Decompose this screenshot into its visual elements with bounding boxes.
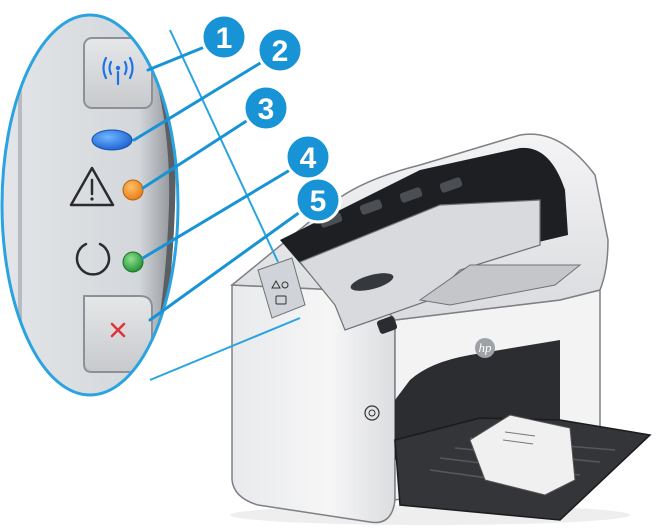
panel-strip-icons <box>271 279 289 305</box>
tray-finger-notch <box>350 273 394 291</box>
magnifier-connector-lines <box>149 29 301 381</box>
callout-3-label: 3 <box>258 93 275 126</box>
callout-1: 1 <box>200 13 248 61</box>
callout-4: 4 <box>284 133 332 181</box>
callout-1-label: 1 <box>216 22 233 55</box>
output-rollers <box>319 177 463 228</box>
magnifier-ring <box>0 13 180 397</box>
wireless-signal-icon <box>102 56 134 86</box>
callout-leader-lines <box>132 44 302 322</box>
media-guide <box>469 414 576 496</box>
wireless-button[interactable] <box>83 37 153 109</box>
attention-indicator <box>69 166 144 207</box>
callout-3: 3 <box>242 84 290 132</box>
wireless-light <box>91 129 133 151</box>
warning-triangle-icon <box>69 166 115 207</box>
hp-logo-text: hp <box>479 340 493 355</box>
ready-circle-icon <box>75 242 111 276</box>
printer-panel-strip <box>257 257 306 319</box>
power-button[interactable] <box>364 405 380 421</box>
callout-4-label: 4 <box>300 142 317 175</box>
callout-2: 2 <box>256 26 304 74</box>
cancel-x-icon <box>110 322 126 338</box>
attention-light <box>122 179 144 201</box>
callout-badges: 1 2 3 4 5 <box>200 13 342 224</box>
callout-5: 5 <box>294 176 342 224</box>
callout-5-label: 5 <box>310 185 327 218</box>
printer: hp <box>230 133 652 525</box>
magnified-control-panel <box>0 13 180 397</box>
callout-2-label: 2 <box>272 35 289 68</box>
output-tray-extender <box>299 199 541 331</box>
hp-logo: hp <box>475 338 495 358</box>
ready-indicator <box>75 242 144 276</box>
ready-light <box>122 251 144 273</box>
